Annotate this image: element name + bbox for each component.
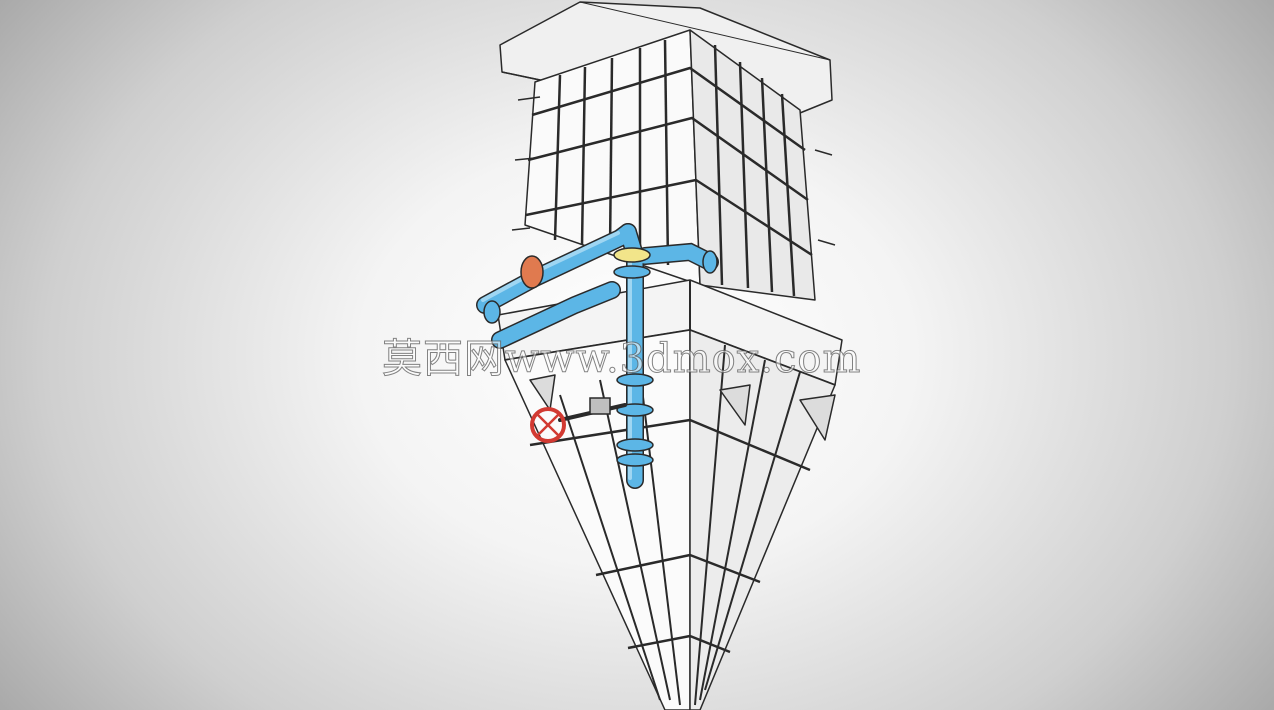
yellow-flange (613, 247, 651, 263)
valve-assembly (530, 397, 627, 443)
gusset-plates (529, 374, 836, 441)
hopper-body (504, 329, 836, 710)
hopper-right-face (689, 329, 836, 710)
hopper-ring-beams (529, 418, 811, 654)
hopper-stiffeners (559, 344, 801, 706)
watermark-text: 莫西网www.3dmox.com (381, 336, 862, 383)
horizontal-bands (525, 66, 813, 257)
right-face-stiffeners (713, 44, 796, 297)
roof-rail (579, 1, 831, 61)
valve-handwheel (530, 407, 566, 443)
pipe-flanges (483, 247, 718, 467)
hopper-left-face (504, 329, 691, 710)
upper-box-structure (499, 1, 836, 301)
side-brackets (511, 96, 836, 246)
piping-system (476, 223, 719, 489)
orange-flange (520, 255, 544, 289)
